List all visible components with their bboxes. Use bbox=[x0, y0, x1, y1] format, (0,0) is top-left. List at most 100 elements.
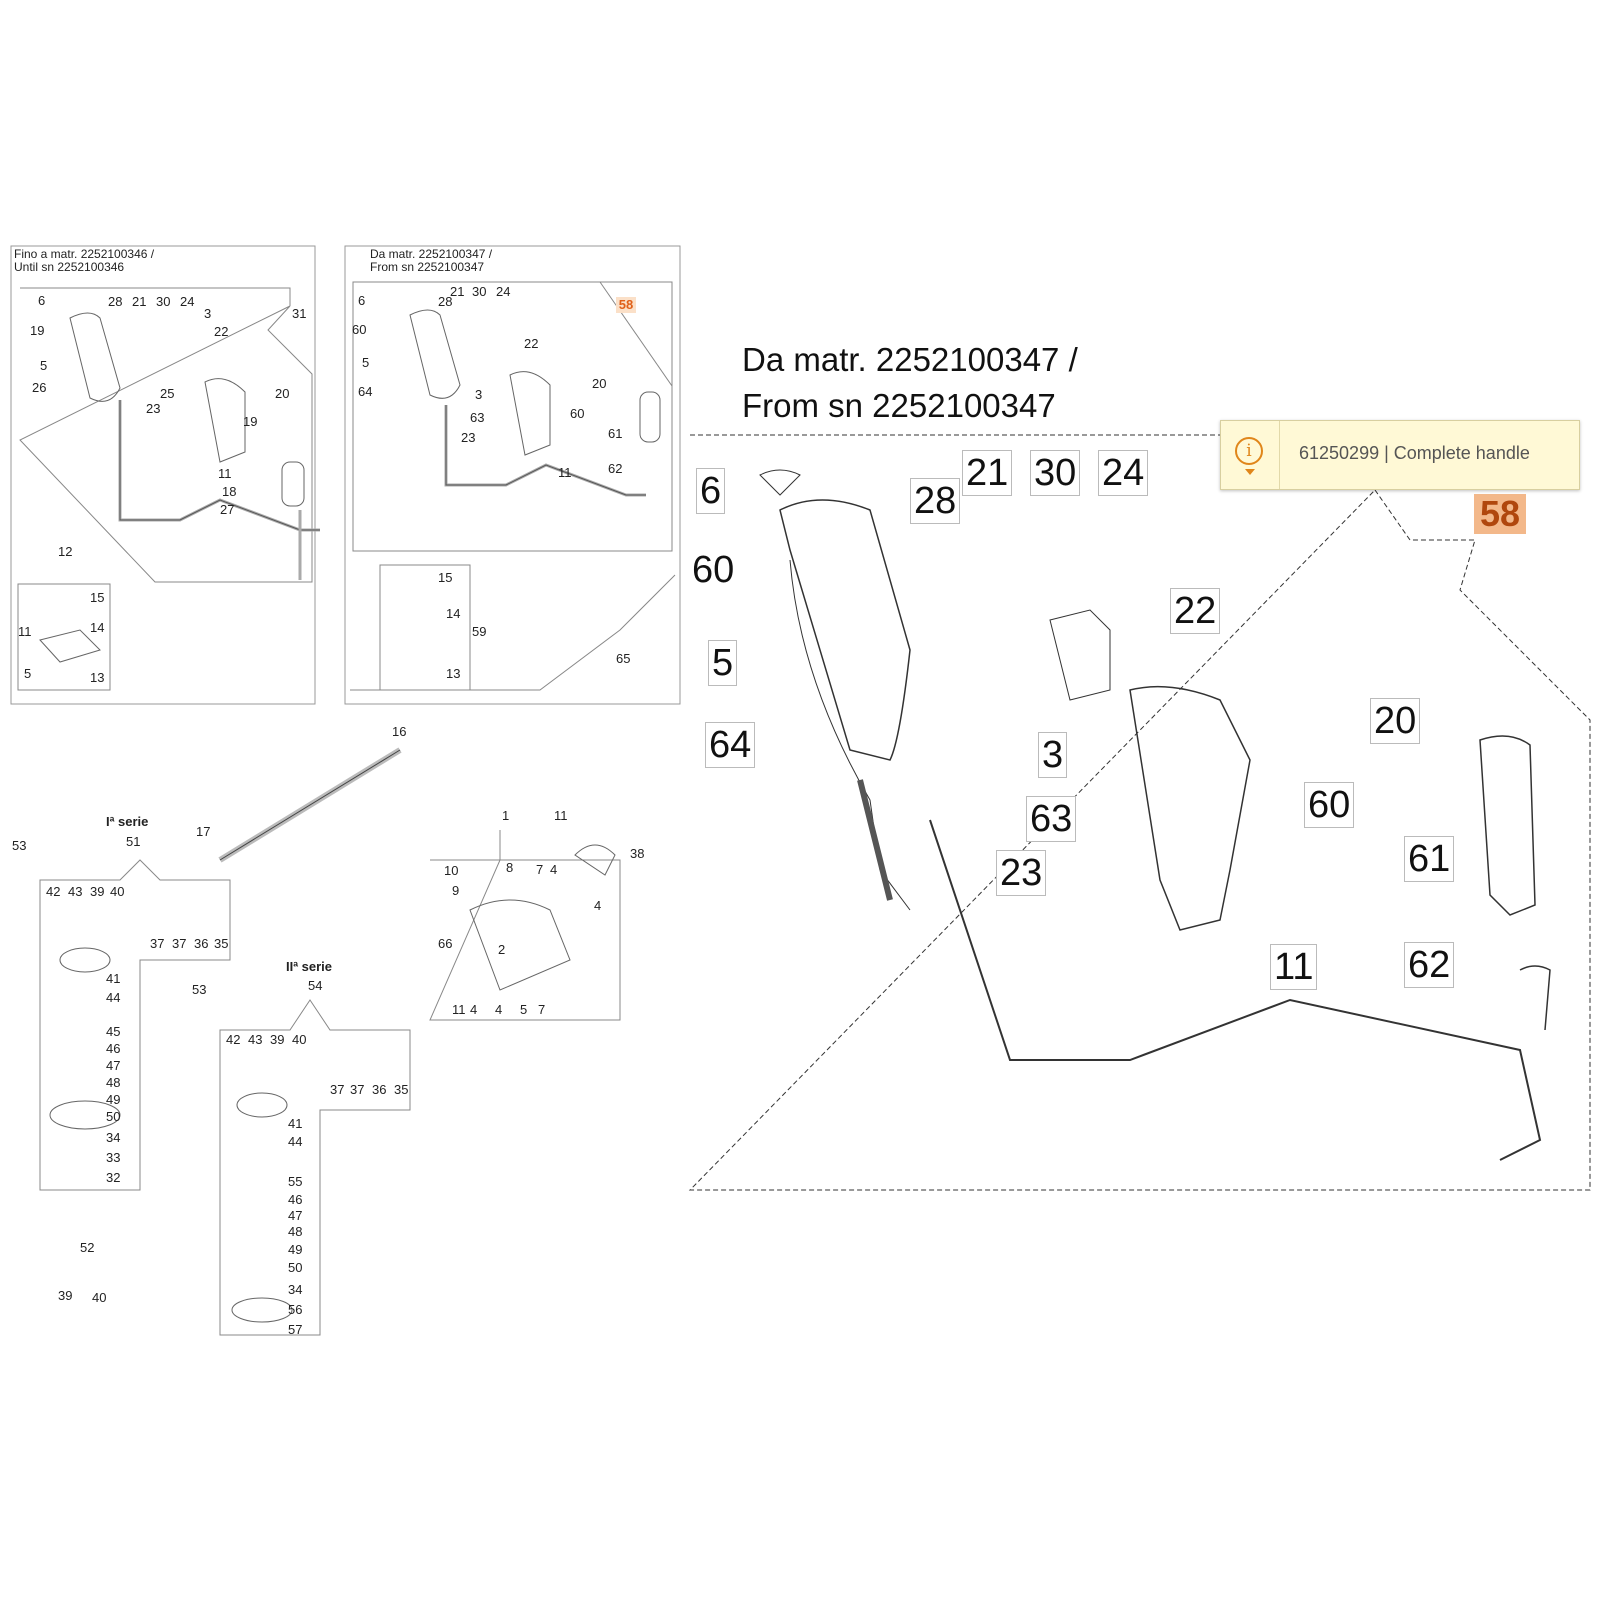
svg-text:44: 44 bbox=[106, 990, 120, 1005]
label-61[interactable]: 61 bbox=[1404, 836, 1455, 882]
part-58-hotspot[interactable]: 58 bbox=[1474, 494, 1526, 534]
svg-text:37: 37 bbox=[330, 1082, 344, 1097]
svg-text:36: 36 bbox=[372, 1082, 386, 1097]
svg-text:53: 53 bbox=[12, 838, 26, 853]
part-58-small-hotspot[interactable]: 58 bbox=[616, 297, 636, 313]
svg-text:14: 14 bbox=[446, 606, 460, 621]
svg-text:27: 27 bbox=[220, 502, 234, 517]
svg-text:3: 3 bbox=[204, 306, 211, 321]
svg-text:4: 4 bbox=[594, 898, 601, 913]
svg-text:15: 15 bbox=[438, 570, 452, 585]
svg-text:60: 60 bbox=[352, 322, 366, 337]
svg-text:30: 30 bbox=[472, 284, 486, 299]
svg-text:8: 8 bbox=[506, 860, 513, 875]
svg-text:44: 44 bbox=[288, 1134, 302, 1149]
svg-text:23: 23 bbox=[146, 401, 160, 416]
svg-text:40: 40 bbox=[292, 1032, 306, 1047]
svg-text:12: 12 bbox=[58, 544, 72, 559]
svg-text:39: 39 bbox=[270, 1032, 284, 1047]
svg-text:53: 53 bbox=[192, 982, 206, 997]
svg-text:11: 11 bbox=[218, 466, 232, 481]
svg-text:37: 37 bbox=[350, 1082, 364, 1097]
svg-text:22: 22 bbox=[214, 324, 228, 339]
label-6[interactable]: 6 bbox=[696, 468, 726, 514]
svg-text:25: 25 bbox=[160, 386, 174, 401]
svg-text:18: 18 bbox=[222, 484, 236, 499]
svg-text:13: 13 bbox=[90, 670, 104, 685]
tooltip-divider bbox=[1279, 421, 1280, 489]
svg-text:23: 23 bbox=[461, 430, 475, 445]
svg-text:50: 50 bbox=[288, 1260, 302, 1275]
part-tooltip: i 61250299 | Complete handle bbox=[1220, 420, 1580, 490]
svg-text:5: 5 bbox=[24, 666, 31, 681]
svg-text:24: 24 bbox=[180, 294, 194, 309]
svg-text:2: 2 bbox=[498, 942, 505, 957]
from-serial-caption: Da matr. 2252100347 / From sn 2252100347 bbox=[370, 247, 493, 274]
second-series-label: IIª serie bbox=[286, 959, 333, 974]
label-60-a[interactable]: 60 bbox=[692, 549, 735, 591]
svg-text:51: 51 bbox=[126, 834, 140, 849]
svg-text:38: 38 bbox=[630, 846, 644, 861]
svg-text:62: 62 bbox=[608, 461, 622, 476]
svg-text:41: 41 bbox=[288, 1116, 302, 1131]
svg-text:14: 14 bbox=[90, 620, 104, 635]
svg-text:20: 20 bbox=[275, 386, 289, 401]
label-5[interactable]: 5 bbox=[708, 640, 738, 686]
svg-text:9: 9 bbox=[452, 883, 459, 898]
label-11[interactable]: 11 bbox=[1270, 944, 1318, 990]
svg-text:11: 11 bbox=[558, 465, 572, 480]
tooltip-text: 61250299 | Complete handle bbox=[1299, 443, 1530, 463]
svg-text:56: 56 bbox=[288, 1302, 302, 1317]
svg-text:47: 47 bbox=[288, 1208, 302, 1223]
svg-text:34: 34 bbox=[106, 1130, 120, 1145]
until-serial-caption: Fino a matr. 2252100346 / Until sn 22521… bbox=[14, 247, 155, 274]
svg-text:46: 46 bbox=[288, 1192, 302, 1207]
svg-text:54: 54 bbox=[308, 978, 322, 993]
svg-text:7: 7 bbox=[538, 1002, 545, 1017]
svg-text:49: 49 bbox=[106, 1092, 120, 1107]
svg-text:45: 45 bbox=[106, 1024, 120, 1039]
svg-text:11: 11 bbox=[452, 1002, 466, 1017]
label-60-b[interactable]: 60 bbox=[1304, 782, 1355, 828]
label-62[interactable]: 62 bbox=[1404, 942, 1455, 988]
svg-text:4: 4 bbox=[470, 1002, 477, 1017]
svg-text:40: 40 bbox=[110, 884, 124, 899]
svg-text:28: 28 bbox=[108, 294, 122, 309]
svg-text:5: 5 bbox=[362, 355, 369, 370]
label-22[interactable]: 22 bbox=[1170, 588, 1221, 634]
svg-text:1: 1 bbox=[502, 808, 509, 823]
label-23[interactable]: 23 bbox=[996, 850, 1047, 896]
svg-text:61: 61 bbox=[608, 426, 622, 441]
svg-text:48: 48 bbox=[288, 1224, 302, 1239]
svg-text:24: 24 bbox=[496, 284, 510, 299]
svg-text:34: 34 bbox=[288, 1282, 302, 1297]
detail-caption-line2: From sn 2252100347 bbox=[742, 387, 1056, 424]
label-64[interactable]: 64 bbox=[705, 722, 756, 768]
svg-text:66: 66 bbox=[438, 936, 452, 951]
label-3[interactable]: 3 bbox=[1038, 732, 1068, 778]
label-24[interactable]: 24 bbox=[1098, 450, 1149, 496]
svg-text:39: 39 bbox=[90, 884, 104, 899]
svg-text:37: 37 bbox=[172, 936, 186, 951]
svg-text:21: 21 bbox=[450, 284, 464, 299]
svg-text:35: 35 bbox=[214, 936, 228, 951]
svg-text:57: 57 bbox=[288, 1322, 302, 1337]
svg-text:31: 31 bbox=[292, 306, 306, 321]
svg-text:43: 43 bbox=[68, 884, 82, 899]
label-28[interactable]: 28 bbox=[910, 478, 961, 524]
svg-text:6: 6 bbox=[38, 293, 45, 308]
svg-text:4: 4 bbox=[550, 862, 557, 877]
svg-text:43: 43 bbox=[248, 1032, 262, 1047]
svg-text:6: 6 bbox=[358, 293, 365, 308]
svg-text:39: 39 bbox=[58, 1288, 72, 1303]
label-21[interactable]: 21 bbox=[962, 450, 1013, 496]
label-20[interactable]: 20 bbox=[1370, 698, 1421, 744]
svg-text:13: 13 bbox=[446, 666, 460, 681]
label-63[interactable]: 63 bbox=[1026, 796, 1077, 842]
svg-text:17: 17 bbox=[196, 824, 210, 839]
svg-text:22: 22 bbox=[524, 336, 538, 351]
svg-text:20: 20 bbox=[592, 376, 606, 391]
label-30[interactable]: 30 bbox=[1030, 450, 1081, 496]
svg-text:46: 46 bbox=[106, 1041, 120, 1056]
